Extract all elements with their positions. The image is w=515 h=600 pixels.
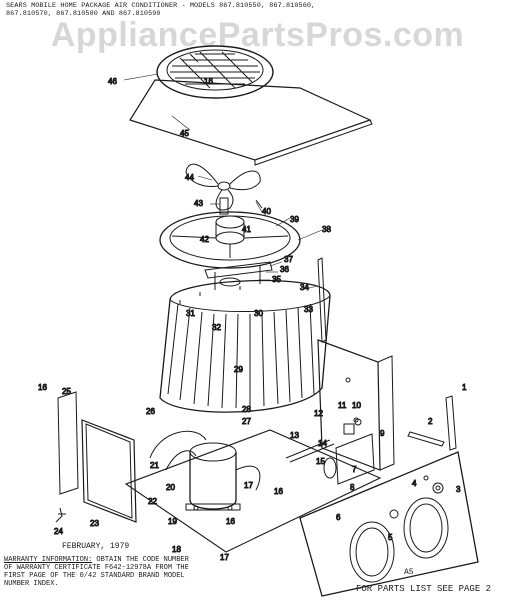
- part-2-bar: [407, 431, 445, 447]
- part-38-motor-bracket: [204, 261, 273, 290]
- callout-4: 4: [412, 479, 417, 488]
- part-26-fastener: [55, 507, 66, 523]
- callout-16-left: 16: [38, 383, 47, 392]
- part-17-compressor: [185, 442, 261, 511]
- part-27-side-panel-left: [57, 391, 79, 495]
- callout-20: 18: [172, 545, 181, 554]
- callout-12: 12: [314, 409, 323, 418]
- side-panel-right: [317, 339, 395, 471]
- publication-date: FEBRUARY, 1979: [62, 542, 130, 551]
- warranty-line-3: FIRST PAGE OF THE 0/42 STANDARD BRAND MO…: [4, 572, 185, 580]
- callout-28: 26: [146, 407, 155, 416]
- callout-19: 17: [220, 553, 229, 562]
- callout-31: 29: [234, 365, 243, 374]
- callout-21: 19: [168, 517, 177, 526]
- part-24-access-panel: [81, 419, 137, 523]
- callout-23: 21: [150, 461, 159, 470]
- part-19-base-pan: [124, 429, 382, 553]
- part-48-fan-guard: [156, 45, 274, 99]
- callouts: 46 16 45 44 43 40 39 38 42 41 37 36 35 3…: [38, 77, 468, 563]
- callout-45: 43: [194, 199, 203, 208]
- callout-24: 22: [148, 497, 157, 506]
- callout-32: 30: [254, 309, 263, 318]
- callout-36: 34: [300, 283, 309, 292]
- callout-10: 10: [352, 401, 361, 410]
- part-36-corner-post: [317, 257, 327, 343]
- callout-9: 9: [380, 429, 385, 438]
- callout-16-top: 16: [204, 77, 213, 86]
- part-46-fan-blade: [185, 163, 261, 211]
- callout-2: 2: [428, 417, 433, 426]
- callout-16-mid: 16: [274, 487, 283, 496]
- callout-43: 41: [242, 225, 251, 234]
- callout-27: 25: [62, 387, 71, 396]
- callout-6: 6: [336, 513, 341, 522]
- callout-46: 44: [185, 173, 194, 182]
- callout-5: 5: [388, 533, 393, 542]
- part-28-condenser-coil: [159, 279, 331, 413]
- header-line-2: 867.810570, 867.810580 AND 867.810590: [6, 10, 161, 18]
- callout-17: 17: [244, 481, 253, 490]
- warranty-title: WARRANTY INFORMATION:: [4, 556, 93, 564]
- callout-39: 37: [284, 255, 293, 264]
- callout-38: 36: [280, 265, 289, 274]
- warranty-information: WARRANTY INFORMATION: OBTAIN THE CODE NU…: [4, 556, 304, 588]
- callout-1: 1: [462, 383, 467, 392]
- callout-15: 15: [316, 457, 325, 466]
- part-23-tubing: [149, 430, 207, 471]
- callout-34: 32: [212, 323, 221, 332]
- warranty-line-2: OF WARRANTY CERTIFICATE F642-12978A FROM…: [4, 564, 189, 572]
- callout-8: 8: [350, 483, 355, 492]
- parts-list-note: FOR PARTS LIST SEE PAGE 2: [356, 584, 492, 594]
- control-box-area: [285, 418, 375, 485]
- callout-14: 14: [318, 439, 327, 448]
- part-1-bracket: [445, 395, 457, 451]
- warranty-line-4: NUMBER INDEX.: [4, 580, 59, 588]
- leader-lines: [123, 73, 323, 291]
- callout-44: 42: [200, 235, 209, 244]
- part-41-orifice-ring: [159, 211, 301, 269]
- callout-26: 24: [54, 527, 63, 536]
- callout-29: 27: [242, 417, 251, 426]
- header-line-1: SEARS MOBILE HOME PACKAGE AIR CONDITIONE…: [6, 2, 316, 10]
- part-45-motor-shaft: [219, 197, 229, 215]
- callout-47: 45: [180, 129, 189, 138]
- callout-35: 33: [304, 305, 313, 314]
- callout-37: 35: [272, 275, 281, 284]
- page-header: SEARS MOBILE HOME PACKAGE AIR CONDITIONE…: [6, 2, 506, 18]
- warranty-line-1: OBTAIN THE CODE NUMBER: [92, 556, 189, 564]
- part-42-screw: [255, 199, 263, 209]
- panel-label: A5: [404, 568, 414, 577]
- callout-40: 38: [322, 225, 331, 234]
- callout-11: 11: [338, 401, 347, 410]
- callout-18: 16: [226, 517, 235, 526]
- part-47-top-cover: [129, 79, 373, 166]
- callout-3: 3: [456, 485, 461, 494]
- parts-3-4-5-fittings: [389, 475, 444, 519]
- callout-7: 7: [352, 465, 357, 474]
- callout-41: 39: [290, 215, 299, 224]
- callout-13: 13: [290, 431, 299, 440]
- callout-30: 28: [242, 405, 251, 414]
- callout-48: 46: [108, 77, 117, 86]
- callout-42: 40: [262, 207, 271, 216]
- callout-25: 23: [90, 519, 99, 528]
- callout-33: 31: [186, 309, 195, 318]
- base-front-panel: [299, 451, 479, 597]
- callout-22: 20: [166, 483, 175, 492]
